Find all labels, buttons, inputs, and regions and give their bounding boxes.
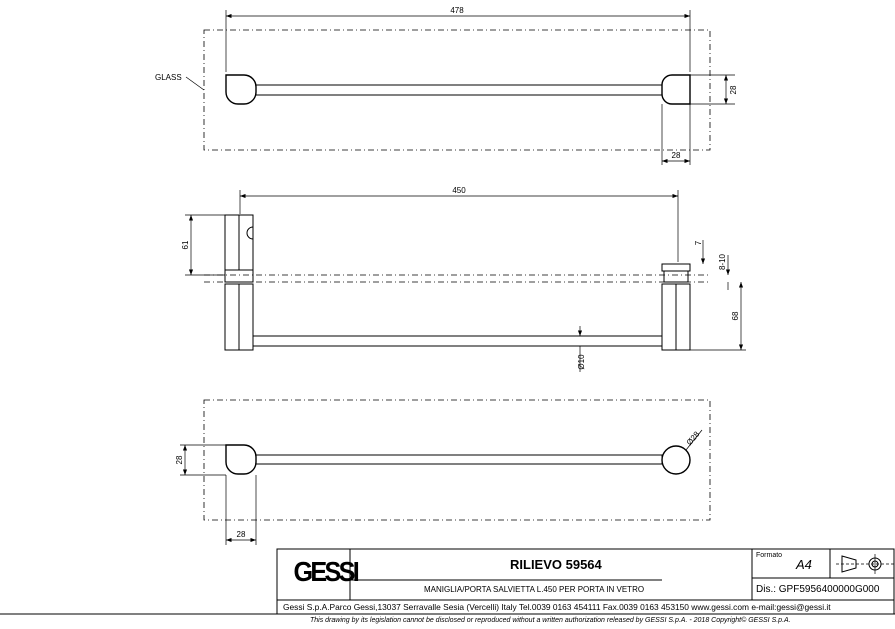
left-cap bbox=[225, 74, 257, 105]
copyright-notice: This drawing by its legislation cannot b… bbox=[310, 617, 791, 624]
dim-diameter-28: Ø28 bbox=[685, 429, 702, 447]
drawing-number: Dis.: GPF5956400000G000 bbox=[756, 584, 880, 595]
company-address: Gessi S.p.A.Parco Gessi,13037 Serravalle… bbox=[283, 602, 831, 612]
title-block-frame bbox=[0, 548, 895, 615]
format-value: A4 bbox=[796, 557, 812, 572]
dim-8-10: 8-10 bbox=[718, 253, 727, 270]
bottom-view: Ø28 28 28 bbox=[175, 399, 711, 545]
dim-28-width: 28 bbox=[672, 151, 681, 160]
front-bar bbox=[252, 335, 663, 347]
dim-68: 68 bbox=[731, 311, 740, 320]
dim-diameter-10: Ø10 bbox=[577, 354, 586, 370]
dim-478: 478 bbox=[450, 6, 464, 15]
front-view: 450 61 7 8-10 68 Ø10 bbox=[181, 186, 746, 372]
dim-28-bottom-height: 28 bbox=[175, 455, 184, 464]
dim-450: 450 bbox=[452, 186, 466, 195]
glass-label: GLASS bbox=[155, 73, 182, 82]
right-cap bbox=[661, 74, 691, 105]
round-knob bbox=[661, 445, 691, 475]
dim-7: 7 bbox=[694, 240, 703, 245]
gessi-logo: GESSI bbox=[293, 556, 360, 587]
dim-28-bottom-width: 28 bbox=[237, 530, 246, 539]
dim-61: 61 bbox=[181, 240, 190, 249]
drawing-description: MANIGLIA/PORTA SALVIETTA L.450 PER PORTA… bbox=[424, 585, 645, 594]
towel-bar bbox=[255, 84, 663, 96]
format-label: Formato bbox=[756, 552, 783, 559]
dim-28-height: 28 bbox=[729, 85, 738, 94]
glass-outline bbox=[203, 29, 711, 151]
top-view: 478 GLASS 28 28 bbox=[155, 6, 738, 165]
drawing-title: RILIEVO 59564 bbox=[510, 557, 602, 572]
projection-symbol-icon bbox=[836, 554, 894, 574]
